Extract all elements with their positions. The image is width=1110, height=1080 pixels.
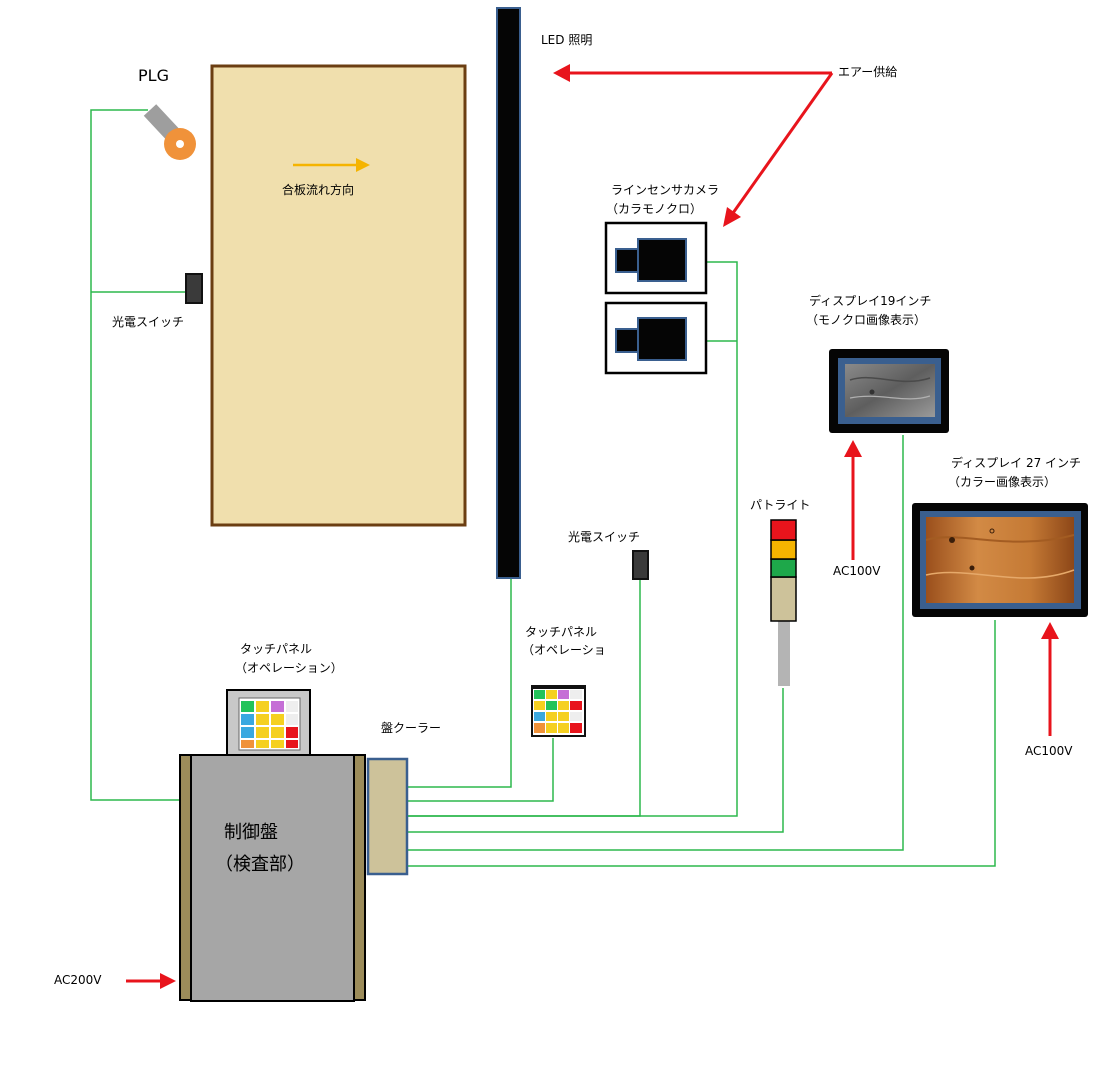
touch-top-label-line1: タッチパネル: [240, 642, 313, 656]
led-label: LED 照明: [541, 33, 593, 47]
wire-camera: [407, 261, 738, 817]
touch-panel-top: [226, 689, 311, 757]
control-panel-title: 制御盤: [224, 822, 278, 843]
photo-switch-mid: [632, 550, 649, 580]
display19-label-line1: ディスプレイ19インチ: [809, 294, 932, 308]
wire-touch-mid: [407, 738, 554, 802]
wire-led: [407, 578, 512, 788]
air-supply-label: エアー供給: [838, 65, 898, 79]
display19-label-line2: （モノクロ画像表示）: [806, 313, 927, 327]
ac100-left-label: AC100V: [833, 564, 881, 578]
photo-switch-left: [185, 273, 203, 304]
wire-plg: [90, 109, 183, 801]
display27-label-line2: （カラー画像表示）: [948, 475, 1057, 489]
camera-unit-1: [604, 221, 708, 295]
touch-top-label-line2: （オペレーション）: [235, 661, 343, 675]
touch-panel-mid: [531, 685, 586, 737]
display-27-inch: [912, 503, 1088, 617]
led-light-bar: [496, 7, 521, 579]
patlite-tower: [770, 519, 797, 686]
wiring: [90, 109, 996, 867]
camera-label-line2: （カラモノクロ）: [606, 202, 703, 216]
air-supply-arrows: [553, 64, 834, 227]
plg-encoder-icon: [143, 104, 196, 160]
camera-unit-2: [604, 301, 708, 375]
plywood-board: [210, 64, 467, 527]
cooler-label: 盤クーラー: [381, 721, 442, 735]
patlite-label: パトライト: [750, 498, 811, 512]
display-19-inch: [829, 349, 949, 433]
plg-label: PLG: [138, 66, 169, 85]
ac200-label: AC200V: [54, 973, 102, 987]
flow-arrow-icon: [293, 158, 370, 172]
ac200-arrow: [126, 973, 176, 989]
touch-mid-label-line1: タッチパネル: [525, 625, 598, 639]
camera-label-line1: ラインセンサカメラ: [611, 183, 720, 197]
panel-cooler: [366, 757, 409, 876]
ac100-right-label: AC100V: [1025, 744, 1073, 758]
wire-photo-mid: [407, 580, 641, 817]
control-panel: [179, 754, 366, 1002]
wire-display19: [407, 435, 904, 851]
ac100-right-arrow: [1041, 622, 1059, 736]
display27-label-line1: ディスプレイ 27 インチ: [951, 456, 1082, 470]
control-panel-subtitle: （検査部）: [215, 854, 305, 875]
photo-switch-mid-label: 光電スイッチ: [568, 530, 641, 544]
ac100-left-arrow: [844, 440, 862, 560]
wire-patlite: [407, 688, 784, 833]
wire-display27: [407, 620, 996, 867]
touch-mid-label-line2: （オペレーショ: [522, 643, 606, 657]
photo-switch-left-label: 光電スイッチ: [112, 315, 185, 329]
board-flow-label: 合板流れ方向: [282, 183, 355, 197]
